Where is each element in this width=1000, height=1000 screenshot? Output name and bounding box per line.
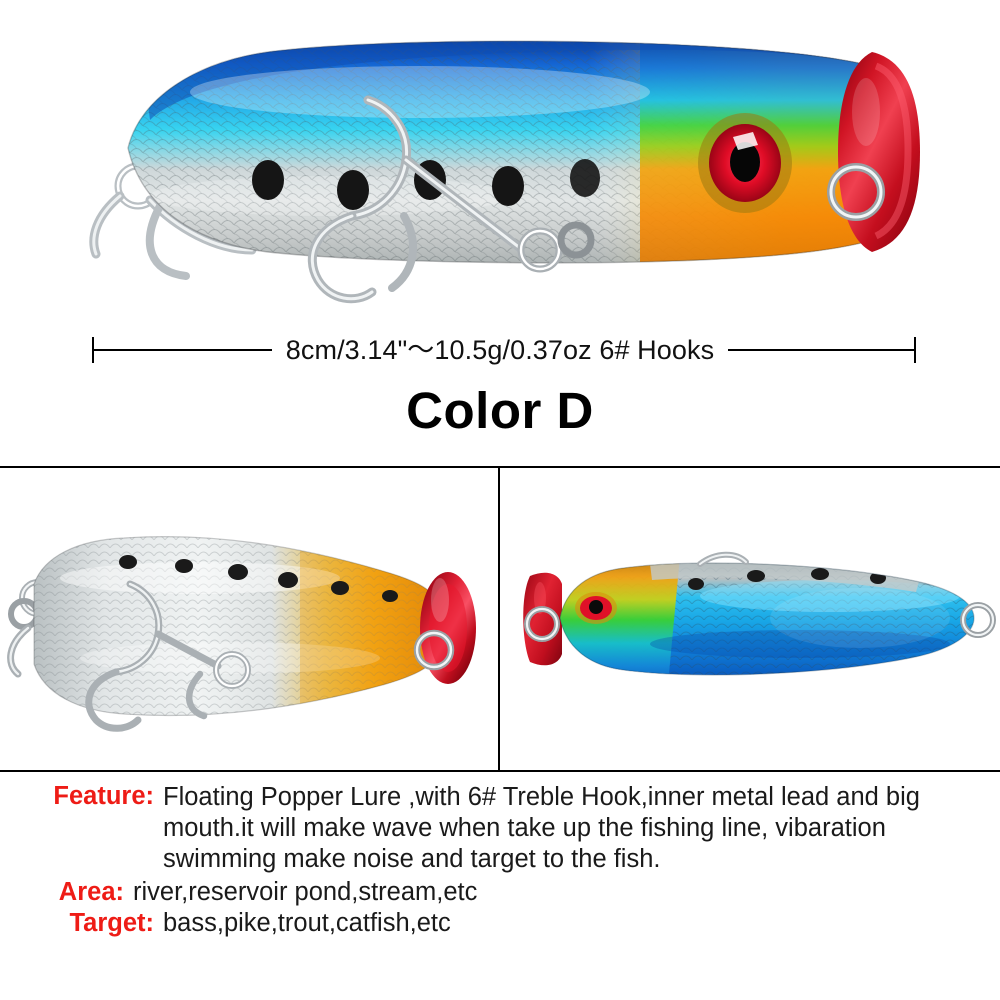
panel-dorsal-view (500, 468, 1000, 770)
dorsal-hook-tip (697, 551, 749, 567)
dorsal-nose-ring (524, 606, 560, 642)
target-value: bass,pike,trout,catfish,etc (163, 909, 451, 938)
lure-dorsal-view-svg (523, 551, 996, 676)
area-label: Area: (58, 878, 124, 907)
dorsal-popper-mouth (523, 572, 562, 666)
belly-spots (119, 555, 398, 602)
flank-spots (252, 159, 600, 210)
popper-mouth (838, 52, 920, 252)
belly-popper-mouth (420, 572, 476, 684)
nose-split-ring (827, 163, 885, 221)
dimension-cap-left (92, 337, 94, 363)
dimension-bar: 8cm/3.14"～10.5g/0.37oz 6# Hooks (0, 322, 1000, 378)
spec-row-feature: Feature: Floating Popper Lure ,with 6# T… (24, 782, 1000, 875)
alternate-views-panels (0, 466, 1000, 772)
spec-text-block: Feature: Floating Popper Lure ,with 6# T… (0, 782, 1000, 938)
lure-eye (698, 113, 792, 213)
feature-label: Feature: (53, 782, 154, 810)
feature-value: Floating Popper Lure ,with 6# Treble Hoo… (163, 783, 920, 874)
belly-hook-hardware (307, 95, 595, 304)
dimension-text: 8cm/3.14"～10.5g/0.37oz 6# Hooks (271, 335, 729, 365)
dorsal-spots (688, 568, 886, 590)
dorsal-body (559, 562, 975, 676)
color-title: Color D (406, 382, 594, 439)
lure-side-view-svg (89, 40, 920, 304)
target-label: Target: (69, 909, 154, 938)
dimension-label: 8cm/3.14"～10.5g/0.37oz 6# Hooks (0, 322, 1000, 378)
hero-lure-image (0, 0, 1000, 318)
belly-nose-ring (413, 629, 455, 671)
area-value: river,reservoir pond,stream,etc (133, 878, 478, 907)
spec-row-target: Target: bass,pike,trout,catfish,etc (24, 909, 1000, 938)
belly-mid-hardware (85, 580, 251, 732)
lure-belly-view-svg (7, 536, 476, 732)
dorsal-tail-ring (960, 602, 996, 638)
dimension-cap-right (914, 337, 916, 363)
panel-belly-view (0, 468, 500, 770)
spec-row-area: Area: river,reservoir pond,stream,etc (24, 878, 1000, 907)
dorsal-lure-eye (575, 592, 617, 624)
